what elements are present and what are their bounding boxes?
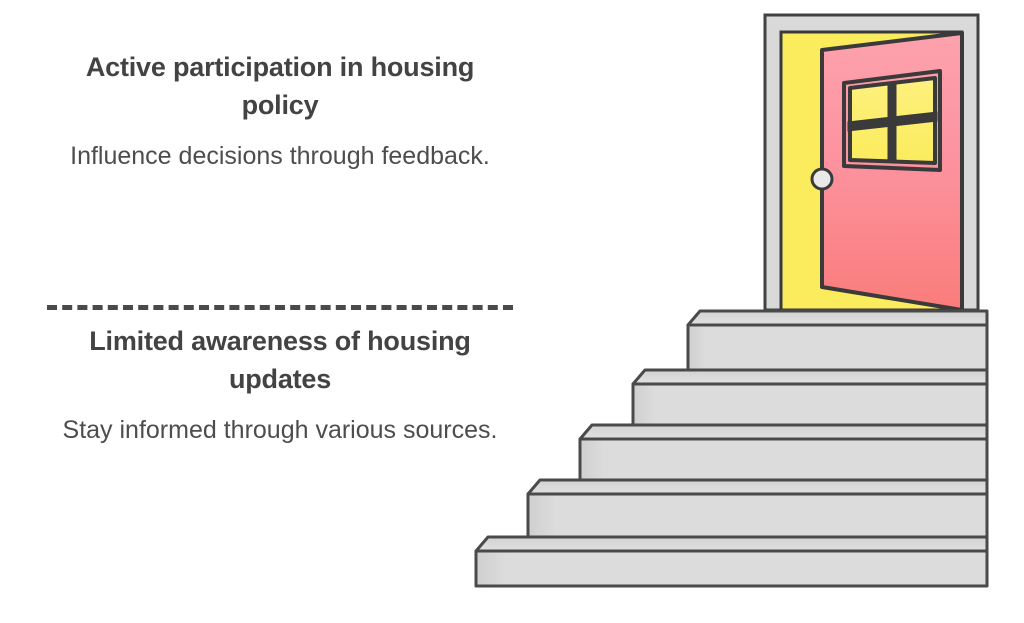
block-body-limited-awareness: Stay informed through various sources.: [62, 416, 498, 444]
door-window-glass: [848, 76, 937, 165]
block-title-limited-awareness: Limited awareness of housing updates: [89, 326, 471, 394]
door-knob-icon: [810, 167, 834, 191]
door-frame-group: [763, 13, 980, 312]
dashed-divider: [47, 305, 513, 310]
door-panel: [820, 31, 964, 312]
stair-step-3-riser: [578, 437, 989, 482]
stair-step-4-tread: [631, 368, 989, 386]
text-block-limited-awareness: Limited awareness of housing updates Sta…: [30, 322, 530, 449]
stair-step-3-tread: [578, 423, 989, 441]
door-opening-light: [779, 30, 964, 312]
door-frame-outer: [763, 13, 980, 312]
stair-step-1-tread: [474, 535, 989, 553]
stair-step-2-tread: [526, 478, 989, 496]
stair-step-1: [474, 535, 989, 588]
stair-step-2-riser: [526, 492, 989, 539]
stair-step-3: [578, 423, 989, 482]
stair-step-5-tread: [686, 309, 989, 327]
stair-step-4-riser: [631, 382, 989, 427]
text-block-active-participation: Active participation in housing policy I…: [30, 48, 530, 175]
door-window-casing: [842, 69, 942, 172]
door-panel-group: [810, 31, 964, 312]
stair-step-5-riser: [686, 323, 989, 372]
stair-step-1-riser: [474, 549, 989, 588]
text-column: Active participation in housing policy I…: [30, 0, 530, 623]
block-title-active-participation: Active participation in housing policy: [85, 52, 475, 120]
stair-step-5: [686, 309, 989, 372]
window-mullion-horizontal: [847, 111, 938, 132]
stair-step-2: [526, 478, 989, 539]
window-mullion-vertical: [887, 81, 897, 162]
block-body-active-participation: Influence decisions through feedback.: [70, 142, 490, 170]
stair-step-4: [631, 368, 989, 427]
staircase-group: [474, 309, 989, 588]
